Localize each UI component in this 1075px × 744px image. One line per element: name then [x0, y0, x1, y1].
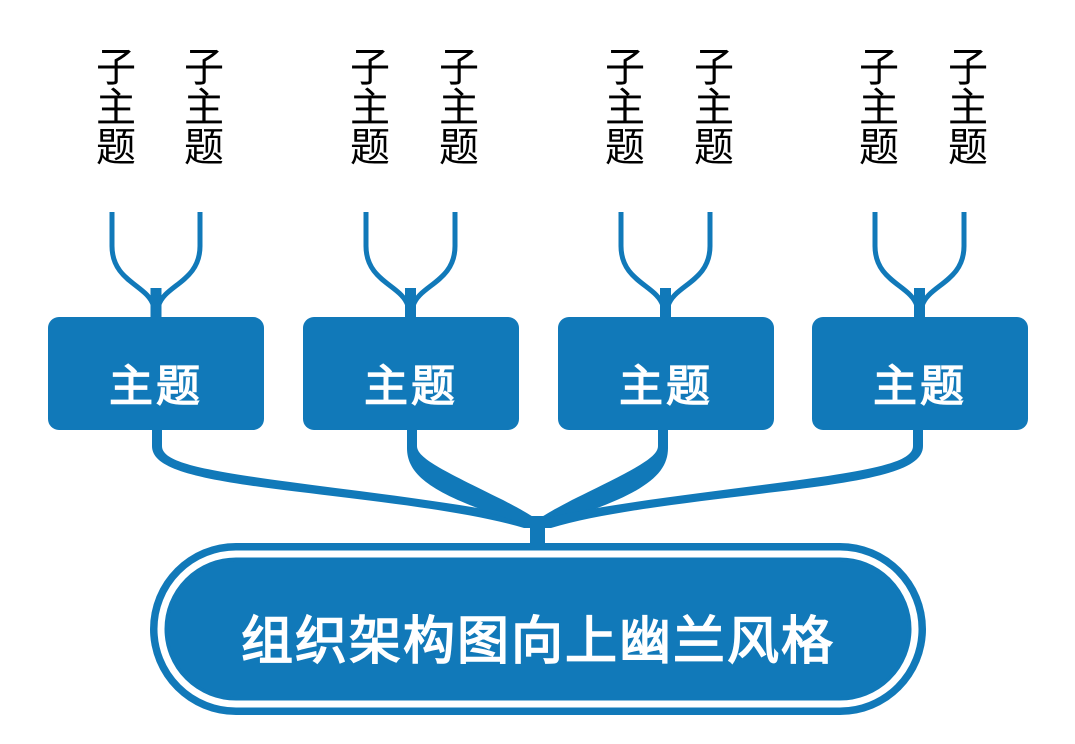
root-connector-2: [407, 430, 536, 528]
root-connectors: [152, 430, 923, 556]
subtopic-label-1a: 子主题: [89, 46, 135, 166]
root-node-ring: [157, 550, 919, 708]
subtopic-label-4a: 子主题: [852, 46, 898, 166]
subtopic-fork-group-4: [872, 212, 967, 318]
topic-box-1[interactable]: [48, 317, 264, 430]
topic-box-4[interactable]: [812, 317, 1028, 430]
subtopic-fork-group-1: [109, 212, 203, 318]
topic-label-3: 主题: [619, 361, 713, 412]
topic-box-2[interactable]: [303, 317, 519, 430]
root-node-inner: [168, 561, 908, 697]
subtopic-label-4b: 子主题: [941, 46, 987, 166]
topic-label-2: 主题: [364, 361, 458, 412]
root-connector-3: [539, 430, 668, 528]
topic-boxes: [48, 317, 1028, 430]
subtopic-label-2a: 子主题: [343, 46, 389, 166]
topic-label-1: 主题: [109, 361, 203, 412]
root-node-label: 组织架构图向上幽兰风格: [240, 612, 835, 672]
subtopic-label-3b: 子主题: [687, 46, 733, 166]
topic-box-3[interactable]: [558, 317, 774, 430]
root-node-group[interactable]: [150, 543, 926, 715]
subtopic-fork-group-3: [618, 212, 713, 318]
subtopic-connectors: [109, 212, 967, 318]
topic-label-4: 主题: [873, 361, 967, 412]
subtopic-label-2b: 子主题: [432, 46, 478, 166]
subtopic-label-3a: 子主题: [598, 46, 644, 166]
root-connector-4: [542, 430, 923, 528]
subtopic-fork-group-2: [363, 212, 458, 318]
root-connector-1: [152, 430, 533, 528]
subtopic-label-1b: 子主题: [177, 46, 223, 166]
